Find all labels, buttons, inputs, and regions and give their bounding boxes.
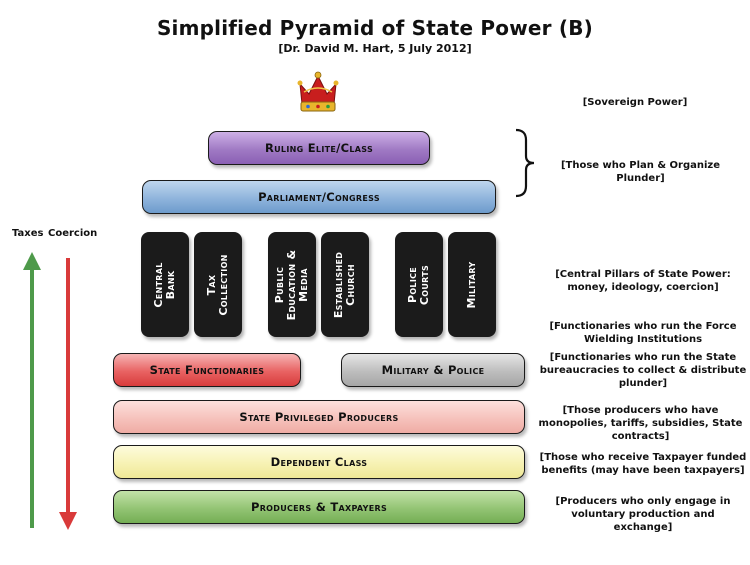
coercion-label: Coercion (48, 228, 98, 239)
crown-icon (296, 70, 340, 116)
tier-parliament: Parliament/Congress (142, 180, 496, 214)
pillar-label: Police Courts (406, 264, 431, 305)
note-producers: [Producers who only engage in voluntary … (555, 496, 731, 533)
pillar-police-courts: Police Courts (395, 232, 443, 337)
tier-military-police-label: Military & Police (381, 363, 485, 377)
tier-military-police: Military & Police (341, 353, 525, 387)
tier-parliament-label: Parliament/Congress (258, 190, 380, 204)
tier-ruling-elite-label: Ruling Elite/Class (264, 141, 374, 155)
tier-producers-taxpayers: Producers & Taxpayers (113, 490, 525, 524)
note-dependent: [Those who receive Taxpayer funded benef… (539, 452, 747, 476)
note-force: [Functionaries who run the Force Wieldin… (549, 321, 737, 345)
pillar-label: Central Bank (152, 261, 177, 308)
pillar-label: Established Church (332, 251, 357, 318)
diagram-subtitle: [Dr. David M. Hart, 5 July 2012] (278, 42, 472, 55)
tier-producers-taxpayers-label: Producers & Taxpayers (250, 500, 388, 514)
tier-privileged-producers-label: State Privileged Producers (239, 410, 399, 424)
note-bureaucracies: [Functionaries who run the State bureauc… (539, 352, 747, 389)
pillar-tax-collection: Tax Collection (194, 232, 242, 337)
pillar-label: Military (465, 261, 478, 308)
pillar-central-bank: Central Bank (141, 232, 189, 337)
pillar-established-church: Established Church (321, 232, 369, 337)
tier-privileged-producers: State Privileged Producers (113, 400, 525, 434)
note-plunder-planners: [Those who Plan & Organize Plunder] (560, 160, 721, 184)
diagram-title: Simplified Pyramid of State Power (B) (156, 16, 594, 40)
pillar-public-education-media: Public Education & Media (268, 232, 316, 337)
pillar-label: Tax Collection (205, 253, 230, 316)
pillar-military: Military (448, 232, 496, 337)
tier-state-functionaries: State Functionaries (113, 353, 301, 387)
tier-dependent-class-label: Dependent Class (270, 455, 368, 469)
taxes-label: Taxes (12, 228, 44, 239)
note-sovereign: [Sovereign Power] (582, 97, 688, 108)
pillar-label: Public Education & Media (273, 249, 310, 320)
tier-dependent-class: Dependent Class (113, 445, 525, 479)
tier-state-functionaries-label: State Functionaries (149, 363, 265, 377)
tier-ruling-elite: Ruling Elite/Class (208, 131, 430, 165)
taxes-up-arrow-icon (22, 250, 42, 532)
brace-icon (512, 128, 536, 198)
note-pillars: [Central Pillars of State Power: money, … (555, 269, 731, 293)
note-privileged: [Those producers who have monopolies, ta… (538, 405, 743, 442)
coercion-down-arrow-icon (58, 256, 78, 532)
